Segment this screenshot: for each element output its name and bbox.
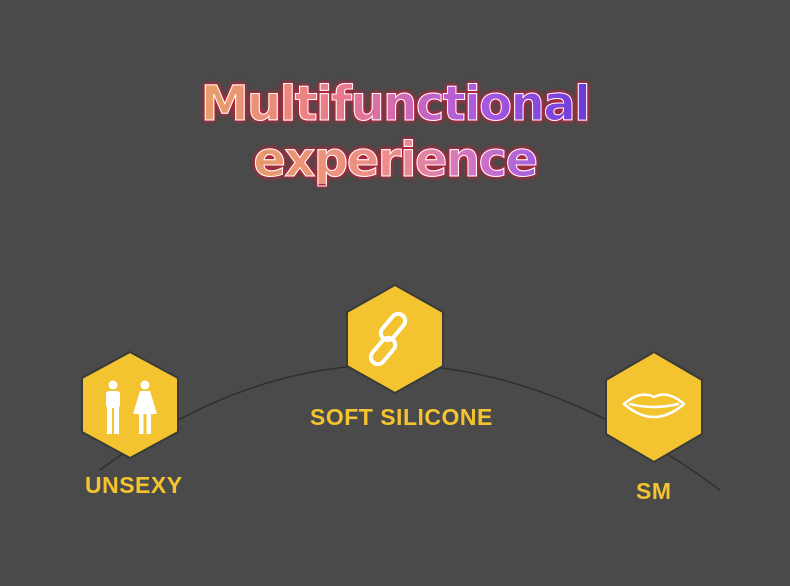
couple-icon: [106, 380, 157, 434]
heading-text-1: Multifunctional: [200, 76, 591, 132]
hexagon-unsexy: [81, 350, 179, 460]
lips-icon: [622, 393, 686, 419]
hexagon-soft-silicone: [346, 283, 444, 395]
heading-line-1: Multifunctional: [0, 76, 790, 132]
feature-label-soft-silicone: SOFT SILICONE: [310, 404, 493, 430]
feature-label-unsexy: UNSEXY: [85, 472, 183, 498]
hexagon-sm: [605, 350, 703, 464]
feature-label-sm: SM: [636, 478, 672, 504]
chain-link-icon: [368, 311, 408, 367]
heading-text-2: experience: [253, 132, 539, 188]
heading-line-2: experience: [0, 132, 790, 188]
